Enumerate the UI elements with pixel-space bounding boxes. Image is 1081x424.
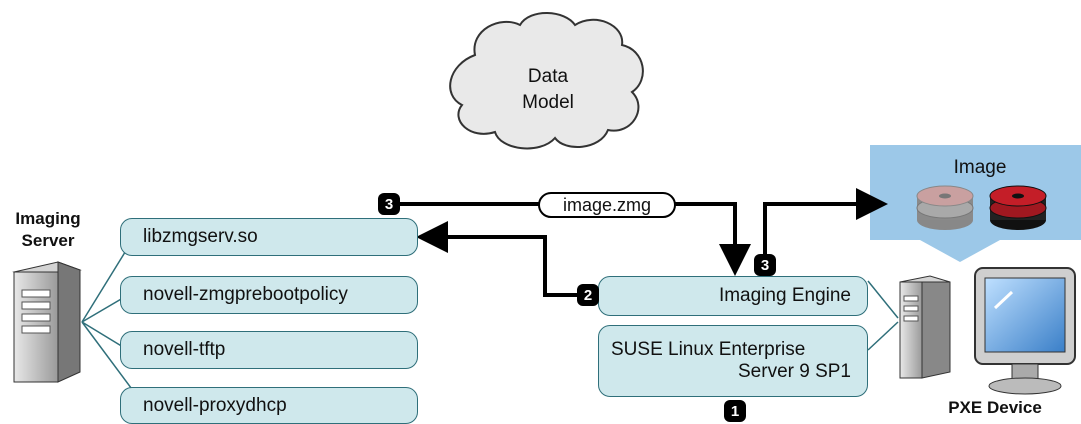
os-label-line1: SUSE Linux Enterprise — [611, 339, 806, 360]
server-connector-lines — [81, 235, 141, 401]
step-3-badge-server: 3 — [378, 193, 400, 215]
step-1-badge: 1 — [724, 400, 746, 422]
data-model-cloud — [449, 12, 644, 150]
service-tftp-label: novell-tftp — [143, 339, 226, 360]
disk-red-icon — [989, 185, 1047, 230]
imaging-server-label: Imaging Server — [4, 208, 92, 252]
service-tftp: novell-tftp — [120, 331, 418, 369]
image-panel-title: Image — [953, 157, 1007, 178]
cloud-label-line1: Data — [527, 66, 569, 87]
image-panel — [870, 145, 1081, 262]
service-zmgprebootpolicy: novell-zmgprebootpolicy — [120, 276, 418, 314]
pxe-monitor-icon — [974, 267, 1076, 395]
pxe-tower-icon — [899, 275, 951, 379]
os-box: SUSE Linux Enterprise Server 9 SP1 — [598, 325, 868, 397]
service-proxydhcp-label: novell-proxydhcp — [143, 394, 287, 416]
imaging-server-label-line2: Server — [21, 231, 75, 250]
step-3-badge-device: 3 — [754, 254, 776, 276]
imaging-server-label-line1: Imaging — [15, 209, 81, 228]
imaging-engine-label: Imaging Engine — [718, 285, 851, 306]
service-proxydhcp: novell-proxydhcp — [120, 387, 418, 424]
cloud-label-line2: Model — [522, 92, 574, 113]
os-label-line2: Server 9 SP1 — [738, 361, 851, 382]
image-file-pill: image.zmg — [538, 192, 676, 218]
pxe-connector-lines — [867, 280, 899, 351]
server-tower-icon — [12, 261, 82, 383]
cloud-label: Data Model — [510, 64, 586, 116]
service-zmgprebootpolicy-label: novell-zmgprebootpolicy — [143, 284, 348, 305]
pxe-device-label: PXE Device — [948, 398, 1042, 417]
service-libzmgserv: libzmgserv.so — [120, 218, 418, 256]
disk-gray-icon — [916, 185, 974, 230]
image-file-label: image.zmg — [562, 194, 652, 215]
flow-arrows — [398, 188, 888, 297]
step-2-badge: 2 — [577, 284, 599, 306]
imaging-engine-box: Imaging Engine — [598, 276, 868, 316]
service-libzmgserv-label: libzmgserv.so — [143, 226, 258, 247]
